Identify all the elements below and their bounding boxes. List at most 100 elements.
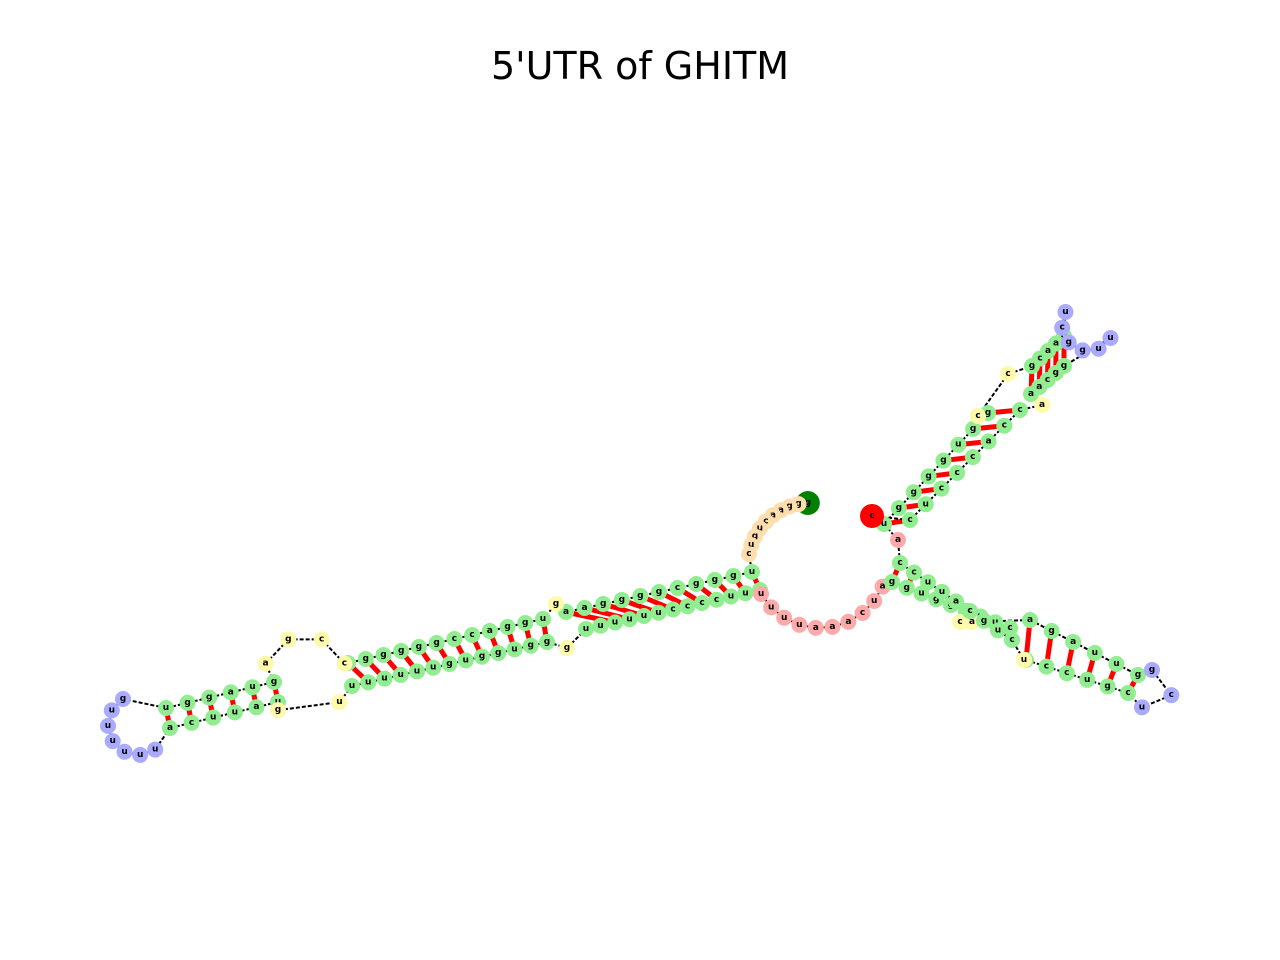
nucleotide-label: g: [637, 591, 643, 601]
nucleotide-label: g: [933, 594, 939, 604]
nucleotide-label: c: [957, 617, 962, 627]
nucleotide-circle: [559, 640, 575, 656]
nucleotide-label: c: [869, 511, 874, 521]
nucleotide-label: u: [430, 663, 436, 673]
nucleotide-circle: [791, 616, 808, 633]
nucleotide-circle: [116, 743, 133, 760]
nucleotide: u: [737, 585, 754, 602]
nucleotide: c: [708, 591, 725, 608]
nucleotide-label: a: [845, 617, 851, 627]
nucleotide: g: [179, 694, 196, 711]
nucleotide-label: a: [262, 659, 268, 669]
nucleotide: g: [613, 592, 630, 608]
nucleotide-circle: [934, 583, 950, 600]
nucleotide-label: g: [120, 694, 126, 704]
nucleotide-label: c: [897, 558, 902, 568]
nucleotide: u: [650, 604, 667, 621]
nucleotide: g: [522, 637, 539, 654]
nucleotide-label: a: [167, 723, 173, 733]
nucleotide-label: u: [768, 602, 774, 612]
diagram-title: 5'UTR of GHITM: [490, 44, 790, 88]
nucleotide-circle: [222, 684, 239, 701]
nucleotide-label: c: [685, 601, 690, 611]
nucleotide: u: [621, 611, 638, 628]
nucleotide-label: u: [249, 682, 255, 692]
nucleotide: c: [1002, 620, 1018, 636]
nucleotide-circle: [890, 532, 906, 548]
nucleotide: c: [1038, 658, 1055, 675]
nucleotide-label: g: [184, 698, 190, 708]
nucleotide: c: [970, 408, 986, 424]
nucleotide: g: [1144, 662, 1160, 678]
nucleotide: u: [376, 670, 393, 687]
nucleotide: c: [1163, 687, 1180, 704]
nucleotide-label: u: [781, 613, 787, 623]
nucleotide: g: [410, 639, 427, 655]
nucleotide-circle: [595, 596, 612, 612]
nucleotide-label: g: [1149, 665, 1155, 675]
nucleotide-label: c: [1064, 668, 1069, 678]
nucleotide-label: a: [563, 607, 569, 617]
nucleotide: u: [592, 617, 609, 634]
nucleotide-label: g: [1053, 368, 1059, 378]
nucleotide-circle: [205, 709, 222, 726]
nucleotide: u: [457, 652, 474, 669]
nucleotide: a: [162, 720, 178, 736]
nucleotide-circle: [807, 619, 824, 636]
nucleotide-label: g: [479, 652, 485, 662]
nucleotide: u: [331, 694, 348, 711]
nucleotide-circle: [965, 420, 982, 437]
nucleotide-circle: [669, 580, 686, 596]
nucleotide-label: g: [553, 599, 559, 609]
nucleotide-circle: [506, 641, 523, 658]
nucleotide-circle: [840, 613, 857, 630]
nucleotide-circle: [578, 621, 594, 637]
nucleotide-label: g: [275, 705, 281, 715]
nucleotide-label: c: [452, 634, 457, 644]
nucleotide: u: [116, 743, 133, 760]
nucleotide-label: c: [714, 595, 719, 605]
nucleotide-label: c: [1059, 323, 1064, 333]
nucleotide-label: c: [699, 598, 704, 608]
nucleotide-label: g: [910, 487, 916, 497]
nucleotide-label: a: [1028, 389, 1034, 399]
nucleotide-label: g: [433, 638, 439, 648]
nucleotide-circle: [1144, 662, 1160, 678]
nucleotide-label: u: [796, 620, 802, 630]
nucleotide-label: a: [880, 582, 886, 592]
nucleotide-label: c: [1045, 375, 1050, 385]
nucleotide-circle: [950, 436, 967, 453]
nucleotide-label: u: [414, 666, 420, 676]
nucleotide-circle: [1065, 634, 1082, 650]
nucleotide: a: [824, 618, 841, 635]
nucleotide-circle: [257, 655, 274, 672]
nucleotide-circle: [393, 643, 410, 659]
nucleotide-circle: [1058, 665, 1075, 682]
nucleotide-label: g: [504, 622, 510, 632]
nucleotide-label: c: [746, 549, 751, 559]
nucleotide-circle: [357, 651, 374, 667]
nucleotide: c: [740, 546, 757, 563]
nucleotide-circle: [360, 674, 377, 691]
nucleotide: g: [725, 568, 742, 584]
nucleotide-circle: [1004, 632, 1020, 648]
nucleotide-circle: [990, 622, 1006, 639]
nucleotide-label: u: [105, 721, 111, 731]
nucleotide-circle: [481, 623, 498, 639]
nucleotide-label: g: [544, 637, 550, 647]
nucleotide-circle: [665, 601, 681, 618]
nucleotide: a: [1022, 612, 1038, 628]
nucleotide-label: u: [728, 592, 734, 602]
nucleotide: g: [905, 484, 922, 501]
nucleotide-label: g: [271, 677, 277, 687]
nucleotide: c: [964, 449, 981, 466]
nucleotide-circle: [980, 433, 997, 450]
nucleotide-label: c: [1125, 688, 1130, 698]
nucleotide: g: [357, 651, 374, 667]
nucleotide-label: a: [1053, 339, 1059, 349]
nucleotide-circle: [1130, 667, 1146, 683]
nucleotide: c: [1054, 319, 1071, 336]
nucleotide-circle: [694, 595, 710, 611]
nucleotide-label: g: [446, 659, 452, 669]
